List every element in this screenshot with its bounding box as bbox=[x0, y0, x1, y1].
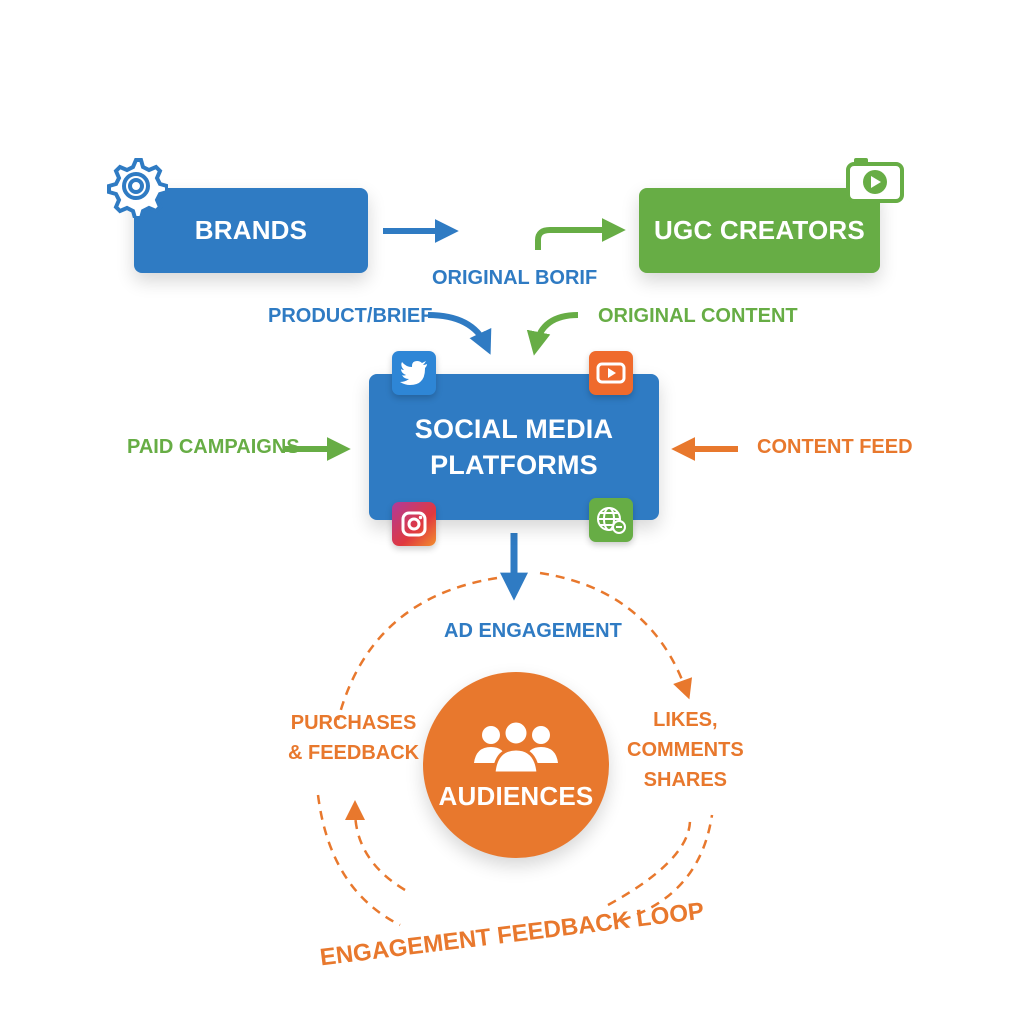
to-ugc-arrow bbox=[535, 218, 626, 250]
instagram-icon bbox=[392, 502, 436, 546]
loop-arc-left bbox=[336, 576, 498, 721]
loop-arc-outer bbox=[316, 794, 401, 927]
original-borif-label: ORIGINAL BORIF bbox=[432, 267, 598, 289]
paid-campaigns-label: PAID CAMPAIGNS bbox=[127, 436, 300, 458]
platforms-label-line2: PLATFORMS bbox=[430, 450, 598, 480]
gear-icon bbox=[107, 158, 168, 218]
loop-arc-inner-right bbox=[607, 819, 692, 907]
content-feed-label: CONTENT FEED bbox=[757, 436, 913, 458]
loop-arc-outer-right bbox=[621, 814, 714, 922]
people-icon bbox=[474, 719, 558, 774]
audiences-label: AUDIENCES bbox=[438, 780, 594, 811]
product-brief-arrow bbox=[427, 312, 492, 355]
purchases-feedback-label: PURCHASES & FEEDBACK bbox=[288, 712, 420, 764]
globe-icon bbox=[589, 498, 633, 542]
product-brief-label: PRODUCT/BRIEF bbox=[268, 305, 433, 327]
camera-play-icon bbox=[846, 158, 904, 203]
ugc-creators-label: UGC CREATORS bbox=[654, 215, 865, 245]
brands-label: BRANDS bbox=[194, 215, 308, 245]
likes-comments-shares-label: LIKES, COMMENTS SHARES bbox=[627, 709, 744, 791]
audiences-node: AUDIENCES bbox=[423, 672, 609, 858]
loop-arc-inner bbox=[345, 800, 406, 892]
youtube-icon bbox=[589, 351, 633, 395]
twitter-icon bbox=[392, 351, 436, 395]
social-media-platforms-node: SOCIAL MEDIA PLATFORMS bbox=[369, 374, 659, 520]
original-content-label: ORIGINAL CONTENT bbox=[598, 305, 798, 327]
original-content-arrow bbox=[526, 312, 579, 356]
loop-arc-right bbox=[539, 571, 693, 700]
ad-engagement-label: AD ENGAGEMENT bbox=[444, 620, 622, 642]
brands-node: BRANDS bbox=[134, 188, 368, 273]
ugc-creators-node: UGC CREATORS bbox=[639, 188, 880, 273]
platforms-label-line1: SOCIAL MEDIA bbox=[414, 414, 614, 444]
